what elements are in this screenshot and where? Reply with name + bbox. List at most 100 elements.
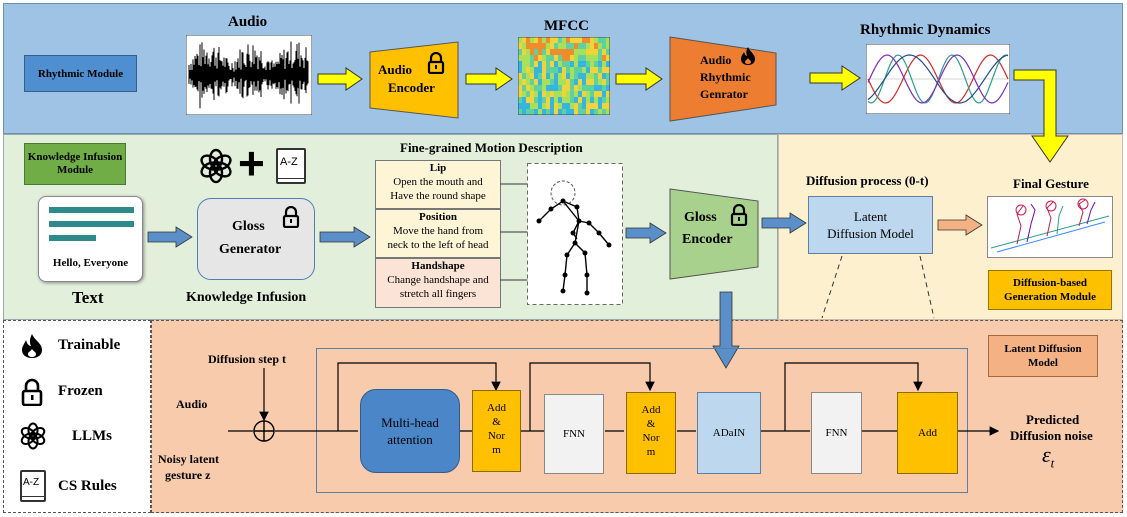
final-gesture-image	[987, 196, 1113, 258]
motion-description-title: Fine-grained Motion Description	[400, 140, 583, 155]
addnorm2-l2: &	[646, 418, 656, 430]
text-document: Hello, Everyone	[38, 196, 143, 282]
arrow-gloss-encoder-to-latent	[761, 212, 807, 234]
add-norm-block-2: Add & Nor m	[626, 392, 676, 474]
generator-label-1: Audio	[700, 53, 732, 67]
addnorm1-l4: m	[492, 444, 501, 456]
addnorm1-l2: &	[492, 416, 501, 428]
final-gesture-title: Final Gesture	[1013, 176, 1089, 191]
generator-label-3: Genrator	[700, 87, 748, 101]
gloss-encoder-label-2: Encoder	[682, 232, 733, 247]
audio-encoder-label-2: Encoder	[388, 80, 435, 95]
predicted-line2: Diffusion noise	[1010, 428, 1093, 443]
description-lip: Lip Open the mouth and Have the round sh…	[375, 160, 501, 209]
gloss-encoder-label-1: Gloss	[684, 210, 717, 225]
generator-label-2: Rhythmic	[700, 70, 751, 84]
legend-cs-rules: CS Rules	[58, 478, 117, 494]
add-norm-block-1: Add & Nor m	[472, 390, 521, 472]
arrow-text-to-gloss-generator	[147, 226, 193, 248]
latent-box-line1: Latent	[853, 209, 888, 224]
rhythmic-module-label: Rhythmic Module	[24, 55, 137, 92]
openai-icon	[200, 148, 232, 184]
addnorm2-l4: m	[646, 446, 656, 458]
mfcc-heatmap	[518, 37, 610, 115]
flame-icon	[22, 334, 42, 358]
description-lip-line2: Have the round shape	[390, 190, 486, 202]
az-text: A-Z	[280, 156, 298, 168]
description-handshape-line1: Change handshape and	[387, 274, 489, 286]
addnorm1-l3: Nor	[487, 430, 506, 442]
description-position-line1: Move the hand from	[392, 225, 484, 237]
arrow-description-to-gloss-encoder	[625, 222, 667, 244]
gloss-generator-label-1: Gloss	[232, 219, 265, 234]
knowledge-module-label: Knowledge Infusion Module	[24, 143, 126, 185]
noisy-latent-line2: gesture z	[165, 468, 211, 482]
attention-line1: Multi-head	[381, 415, 439, 430]
lock-icon	[730, 204, 748, 226]
latent-box-line2: Diffusion Model	[827, 226, 914, 241]
generation-module-line2: Generation Module	[1004, 291, 1096, 303]
diffusion-step-label: Diffusion step t	[208, 352, 287, 366]
attention-line2: attention	[387, 432, 433, 447]
arrow-generator-to-dynamics	[809, 65, 861, 91]
audio-title: Audio	[228, 14, 268, 30]
description-handshape-line2: stretch all fingers	[399, 288, 477, 300]
latent-model-label-line2: Model	[1028, 357, 1058, 369]
noisy-latent-line1: Noisy latent	[158, 452, 219, 466]
latent-diffusion-model-box: Latent Diffusion Model	[808, 196, 933, 254]
legend-llms: LLMs	[72, 428, 113, 444]
description-handshape: Handshape Change handshape and stretch a…	[375, 258, 501, 308]
arrow-mfcc-to-generator	[615, 67, 663, 91]
plus-sign: +	[238, 137, 265, 189]
gloss-encoder-shape	[669, 188, 759, 280]
text-caption: Text	[72, 288, 104, 307]
fnn-block-1: FNN	[544, 394, 604, 474]
rhythmic-dynamics-plot	[866, 44, 1010, 114]
description-lip-title: Lip	[429, 162, 447, 174]
openai-icon	[20, 422, 46, 450]
az-text: A-Z	[23, 477, 40, 488]
legend-trainable: Trainable	[58, 337, 121, 353]
epsilon-symbol: εt	[1042, 442, 1054, 471]
description-lip-line1: Open the mouth and	[393, 176, 483, 188]
cs-rules-book-icon: A-Z	[20, 470, 46, 502]
latent-model-label: Latent Diffusion Model	[988, 335, 1098, 377]
skeleton-figure	[527, 163, 623, 305]
description-connectors	[500, 183, 528, 281]
predicted-line1: Predicted	[1026, 412, 1080, 427]
addnorm1-l1: Add	[487, 402, 506, 414]
knowledge-infusion-caption: Knowledge Infusion	[186, 290, 307, 305]
lock-icon	[282, 206, 300, 228]
arrow-audio-to-encoder	[317, 67, 363, 91]
description-position: Position Move the hand from neck to the …	[375, 209, 501, 258]
diffusion-generation-module-label: Diffusion-based Generation Module	[988, 270, 1112, 310]
rhythmic-dynamics-title: Rhythmic Dynamics	[860, 22, 991, 38]
description-handshape-title: Handshape	[411, 260, 465, 272]
adain-block: ADaIN	[697, 392, 761, 474]
multi-head-attention-block: Multi-head attention	[360, 389, 460, 473]
gloss-generator-label-2: Generator	[219, 242, 282, 257]
flow-lines	[228, 362, 1000, 442]
epsilon-char: ε	[1042, 442, 1051, 467]
arrow-latent-to-final	[937, 214, 983, 236]
description-position-line2: neck to the left of head	[387, 239, 489, 251]
arrow-dynamics-to-final-gesture	[1013, 69, 1069, 163]
arrow-encoder-down-to-adain	[712, 291, 740, 369]
addnorm2-l3: Nor	[642, 432, 660, 444]
flame-icon	[741, 47, 755, 65]
transformer-block-frame	[316, 348, 968, 493]
dashed-projection-lines	[821, 255, 935, 319]
epsilon-sub: t	[1050, 455, 1055, 471]
lock-icon	[427, 52, 445, 74]
mfcc-title: MFCC	[544, 18, 589, 34]
audio-waveform	[186, 35, 312, 115]
addnorm2-l1: Add	[641, 404, 661, 416]
generation-module-line1: Diffusion-based	[1013, 277, 1087, 289]
lock-icon	[21, 378, 43, 406]
arrow-gloss-generator-to-description	[319, 226, 371, 248]
add-block: Add	[897, 392, 958, 474]
fnn-block-2: FNN	[811, 392, 862, 474]
arrow-encoder-to-mfcc	[465, 67, 513, 91]
diffusion-process-title: Diffusion process (0-t)	[806, 173, 929, 188]
latent-model-label-line1: Latent Diffusion	[1004, 343, 1082, 355]
